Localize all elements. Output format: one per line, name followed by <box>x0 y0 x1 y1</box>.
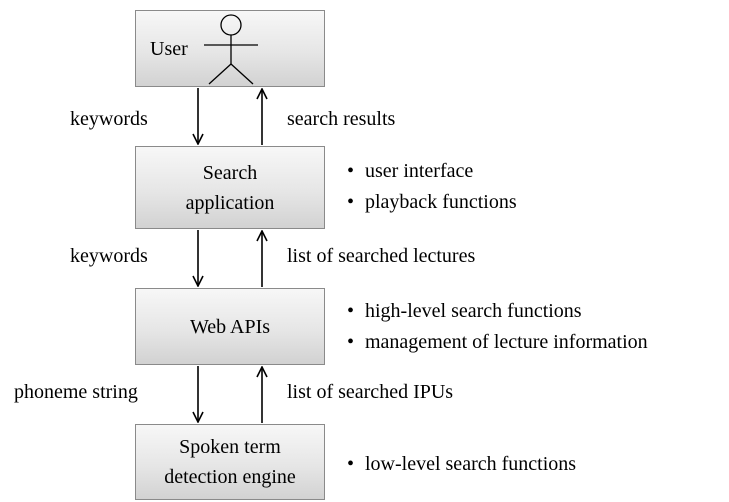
search-application-notes: • user interface • playback functions <box>347 156 517 218</box>
note-text: high-level search functions <box>365 300 582 322</box>
note-item: • user interface <box>347 156 517 187</box>
spoken-term-detection-engine-label-line2: detection engine <box>164 466 296 488</box>
spoken-term-detection-engine-notes: • low-level search functions <box>347 449 576 480</box>
keywords-label-1: keywords <box>70 108 148 130</box>
web-apis-label: Web APIs <box>189 315 271 338</box>
note-text: playback functions <box>365 191 517 213</box>
note-item: • low-level search functions <box>347 449 576 480</box>
note-item: • management of lecture information <box>347 327 648 358</box>
list-of-searched-lectures-label: list of searched lectures <box>287 245 476 267</box>
note-item: • playback functions <box>347 187 517 218</box>
search-results-label: search results <box>287 108 396 130</box>
note-text: low-level search functions <box>365 453 577 475</box>
bullet: • <box>347 331 355 353</box>
keywords-label-2: keywords <box>70 245 148 267</box>
note-text: management of lecture information <box>365 331 648 353</box>
bullet: • <box>347 191 355 213</box>
search-application-label-line1: Search <box>202 161 258 184</box>
web-apis-box: Web APIs <box>135 288 325 365</box>
web-apis-notes: • high-level search functions • management… <box>347 296 648 358</box>
bullet: • <box>347 160 355 182</box>
user-box-label: User <box>150 37 188 60</box>
bullet: • <box>347 453 355 475</box>
phoneme-string-label: phoneme string <box>14 381 138 403</box>
stick-figure-icon <box>204 14 258 85</box>
spoken-term-detection-engine-box: Spoken term detection engine <box>135 424 325 500</box>
note-item: • high-level search functions <box>347 296 648 327</box>
search-application-box: Search application <box>135 146 325 229</box>
spoken-term-detection-engine-label-line1: Spoken term <box>179 436 281 458</box>
bullet: • <box>347 300 355 322</box>
search-application-label-line2: application <box>185 191 275 214</box>
user-box: User <box>135 10 325 87</box>
list-of-searched-ipus-label: list of searched IPUs <box>287 381 454 403</box>
note-text: user interface <box>365 160 474 182</box>
